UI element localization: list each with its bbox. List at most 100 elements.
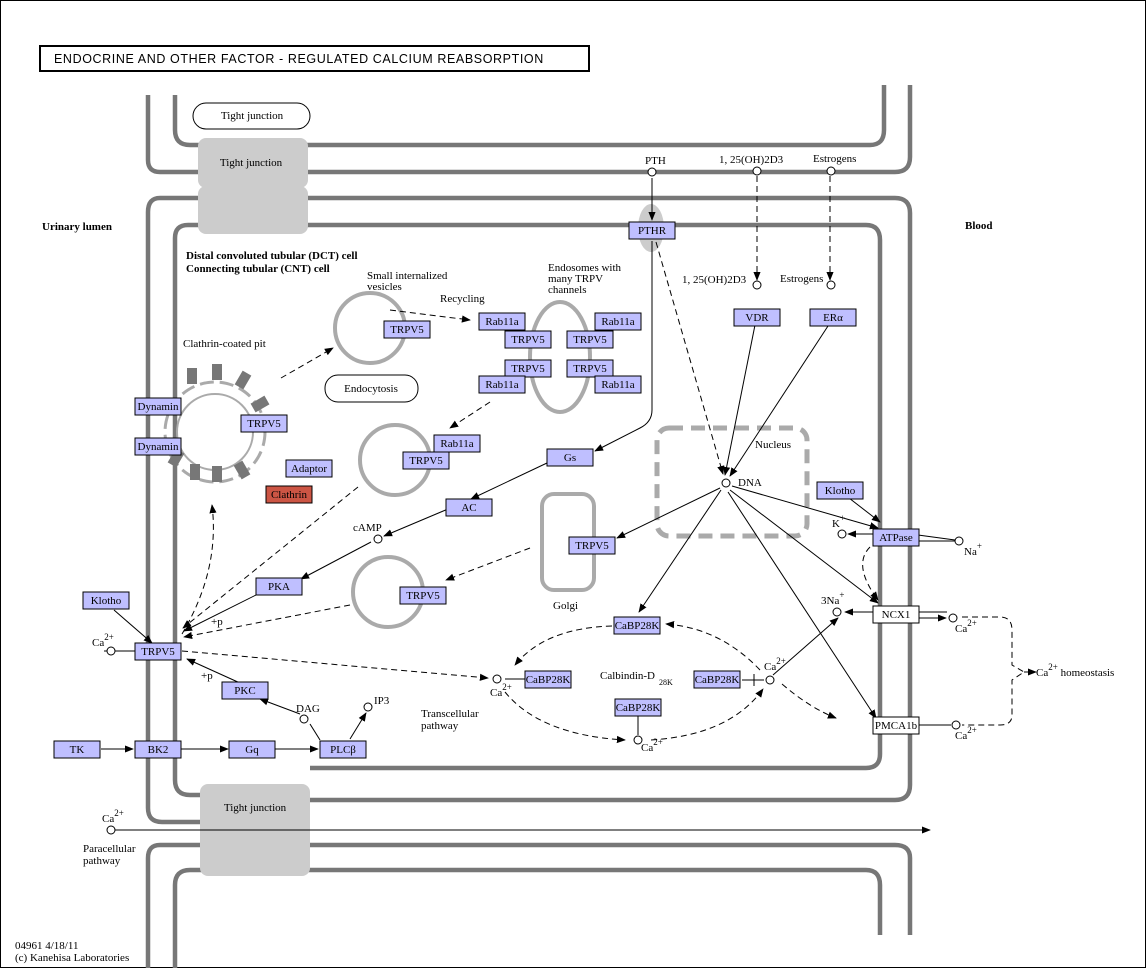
gene-trpv5-vesicle-2[interactable]: TRPV5 [402, 451, 450, 470]
gene-era[interactable]: ERα [809, 308, 857, 327]
dashed-edges [181, 176, 1037, 744]
compound-camp[interactable]: cAMP [353, 522, 383, 544]
gene-trpv5-membrane[interactable]: TRPV5 [134, 642, 182, 661]
gene-bk2[interactable]: BK2 [134, 740, 182, 759]
gene-trpv5-golgi[interactable]: TRPV5 [568, 536, 616, 555]
gene-gq[interactable]: Gq [228, 740, 276, 759]
gene-trpv5-endo-4[interactable]: TRPV5 [566, 359, 614, 378]
compound-k[interactable]: K+ [832, 513, 847, 539]
svg-text:PLCβ: PLCβ [330, 744, 356, 756]
gene-trpv5-pit[interactable]: TRPV5 [240, 414, 288, 433]
gene-rab11a-1[interactable]: Rab11a [478, 312, 526, 331]
gene-plcb[interactable]: PLCβ [319, 740, 367, 759]
compound-3na[interactable]: 3Na+ [821, 590, 844, 617]
gene-pthr[interactable]: PTHR [628, 221, 676, 240]
svg-text:3Na+: 3Na+ [821, 590, 844, 607]
tight-junction-top-label: Tight junction [192, 102, 311, 130]
svg-text:TRPV5: TRPV5 [409, 455, 443, 467]
svg-text:Calbindin-D: Calbindin-D [600, 670, 655, 682]
gene-dynamin-2[interactable]: Dynamin [134, 437, 182, 456]
svg-text:vesicles: vesicles [367, 281, 402, 293]
gene-trpv5-endo-2[interactable]: TRPV5 [504, 359, 552, 378]
gene-clathrin[interactable]: Clathrin [265, 485, 313, 504]
cell-label-2: Connecting tubular (CNT) cell [186, 263, 330, 275]
gene-pmca1b[interactable]: PMCA1b [872, 716, 920, 735]
gene-cabp28k-2[interactable]: CaBP28K [524, 670, 572, 689]
svg-text:CaBP28K: CaBP28K [526, 674, 571, 686]
compound-ca-paracellular[interactable]: Ca2+ [102, 808, 124, 835]
svg-text:PKC: PKC [234, 685, 255, 697]
svg-text:Ca2+ homeostasis: Ca2+ homeostasis [1036, 662, 1114, 679]
blood-label: Blood [965, 220, 993, 232]
svg-text:Ca2+: Ca2+ [764, 656, 786, 673]
gene-pkc[interactable]: PKC [221, 681, 269, 700]
svg-text:Rab11a: Rab11a [601, 379, 634, 391]
compound-vitd-inner[interactable]: 1, 25(OH)2D3 [682, 274, 762, 290]
gene-cabp28k-1[interactable]: CaBP28K [613, 616, 661, 635]
compound-dag[interactable]: DAG [296, 703, 320, 724]
gene-rab11a-3[interactable]: Rab11a [594, 312, 642, 331]
gene-cabp28k-3[interactable]: CaBP28K [693, 670, 741, 689]
compound-na[interactable]: Na+ [954, 536, 982, 558]
phospho-label-pkc: +p [201, 670, 213, 682]
gene-cabp28k-4[interactable]: CaBP28K [614, 698, 662, 717]
gene-rab11a-4[interactable]: Rab11a [594, 375, 642, 394]
compound-ca-cytosol-bottom[interactable]: Ca2+ [633, 735, 663, 754]
compound-estrogens-outer[interactable]: Estrogens [813, 153, 856, 176]
compound-ca-pmca-blood[interactable]: Ca2+ [951, 720, 977, 742]
gene-tk[interactable]: TK [53, 740, 101, 759]
svg-text:PTHR: PTHR [638, 225, 667, 237]
gene-trpv5-endo-1[interactable]: TRPV5 [504, 330, 552, 349]
ca-homeostasis-label: Ca2+ homeostasis [1036, 662, 1114, 679]
gene-rab11a-5[interactable]: Rab11a [433, 434, 481, 453]
solid-edges [101, 178, 956, 834]
compound-ca-cytosol-right[interactable]: Ca2+ [764, 656, 786, 685]
svg-text:NCX1: NCX1 [882, 609, 911, 621]
svg-text:TK: TK [70, 744, 85, 756]
compound-dna[interactable]: DNA [721, 477, 762, 489]
compound-ip3[interactable]: IP3 [363, 695, 390, 712]
svg-text:many TRPV: many TRPV [548, 273, 603, 285]
gene-trpv5-vesicle-3[interactable]: TRPV5 [399, 586, 447, 605]
map-id-label: 04961 4/18/11 [15, 940, 78, 952]
gene-trpv5-vesicle[interactable]: TRPV5 [383, 320, 431, 339]
copyright-label: (c) Kanehisa Laboratories [15, 952, 129, 964]
svg-text:Ca2+: Ca2+ [92, 632, 114, 649]
svg-text:Ca2+: Ca2+ [102, 808, 124, 825]
gene-ac[interactable]: AC [445, 498, 493, 517]
gene-ncx1[interactable]: NCX1 [872, 605, 920, 624]
compound-ca-cytosol-left[interactable]: Ca2+ [490, 674, 512, 699]
svg-text:Tight junction: Tight junction [224, 802, 287, 814]
gene-rab11a-2[interactable]: Rab11a [478, 375, 526, 394]
svg-text:DAG: DAG [296, 703, 320, 715]
compound-pth[interactable]: PTH [645, 155, 666, 177]
svg-text:Golgi: Golgi [553, 600, 578, 612]
compound-ca-lumen[interactable]: Ca2+ [92, 632, 116, 656]
svg-text:ENDOCRINE AND OTHER FACTOR - R: ENDOCRINE AND OTHER FACTOR - REGULATED C… [54, 52, 544, 66]
svg-text:Nucleus: Nucleus [755, 439, 791, 451]
svg-text:VDR: VDR [745, 312, 769, 324]
endocytosis-label: Endocytosis [324, 374, 419, 403]
gene-atpase[interactable]: ATPase [872, 528, 920, 547]
svg-text:Endocytosis: Endocytosis [344, 383, 398, 395]
svg-text:1, 25(OH)2D3: 1, 25(OH)2D3 [682, 274, 747, 286]
compound-ca-ncx1-blood[interactable]: Ca2+ [948, 613, 977, 635]
gene-gs[interactable]: Gs [546, 448, 594, 467]
svg-text:Ca2+: Ca2+ [641, 737, 663, 754]
gene-vdr[interactable]: VDR [733, 308, 781, 327]
svg-text:Rab11a: Rab11a [601, 316, 634, 328]
svg-text:Tight junction: Tight junction [221, 110, 284, 122]
svg-text:TRPV5: TRPV5 [573, 363, 607, 375]
gene-pka[interactable]: PKA [255, 577, 303, 596]
gene-adaptor[interactable]: Adaptor [285, 459, 333, 478]
svg-text:Ca2+: Ca2+ [955, 725, 977, 742]
gene-dynamin-1[interactable]: Dynamin [134, 397, 182, 416]
gene-klotho-lumen[interactable]: Klotho [82, 591, 130, 610]
compound-estrogens-inner[interactable]: Estrogens [780, 273, 836, 290]
gene-trpv5-endo-3[interactable]: TRPV5 [566, 330, 614, 349]
compound-vitd-outer[interactable]: 1, 25(OH)2D3 [719, 154, 784, 176]
gene-klotho-blood[interactable]: Klotho [816, 481, 864, 500]
svg-text:ERα: ERα [823, 312, 843, 324]
svg-text:IP3: IP3 [374, 695, 390, 707]
svg-text:Transcellular: Transcellular [421, 708, 479, 720]
